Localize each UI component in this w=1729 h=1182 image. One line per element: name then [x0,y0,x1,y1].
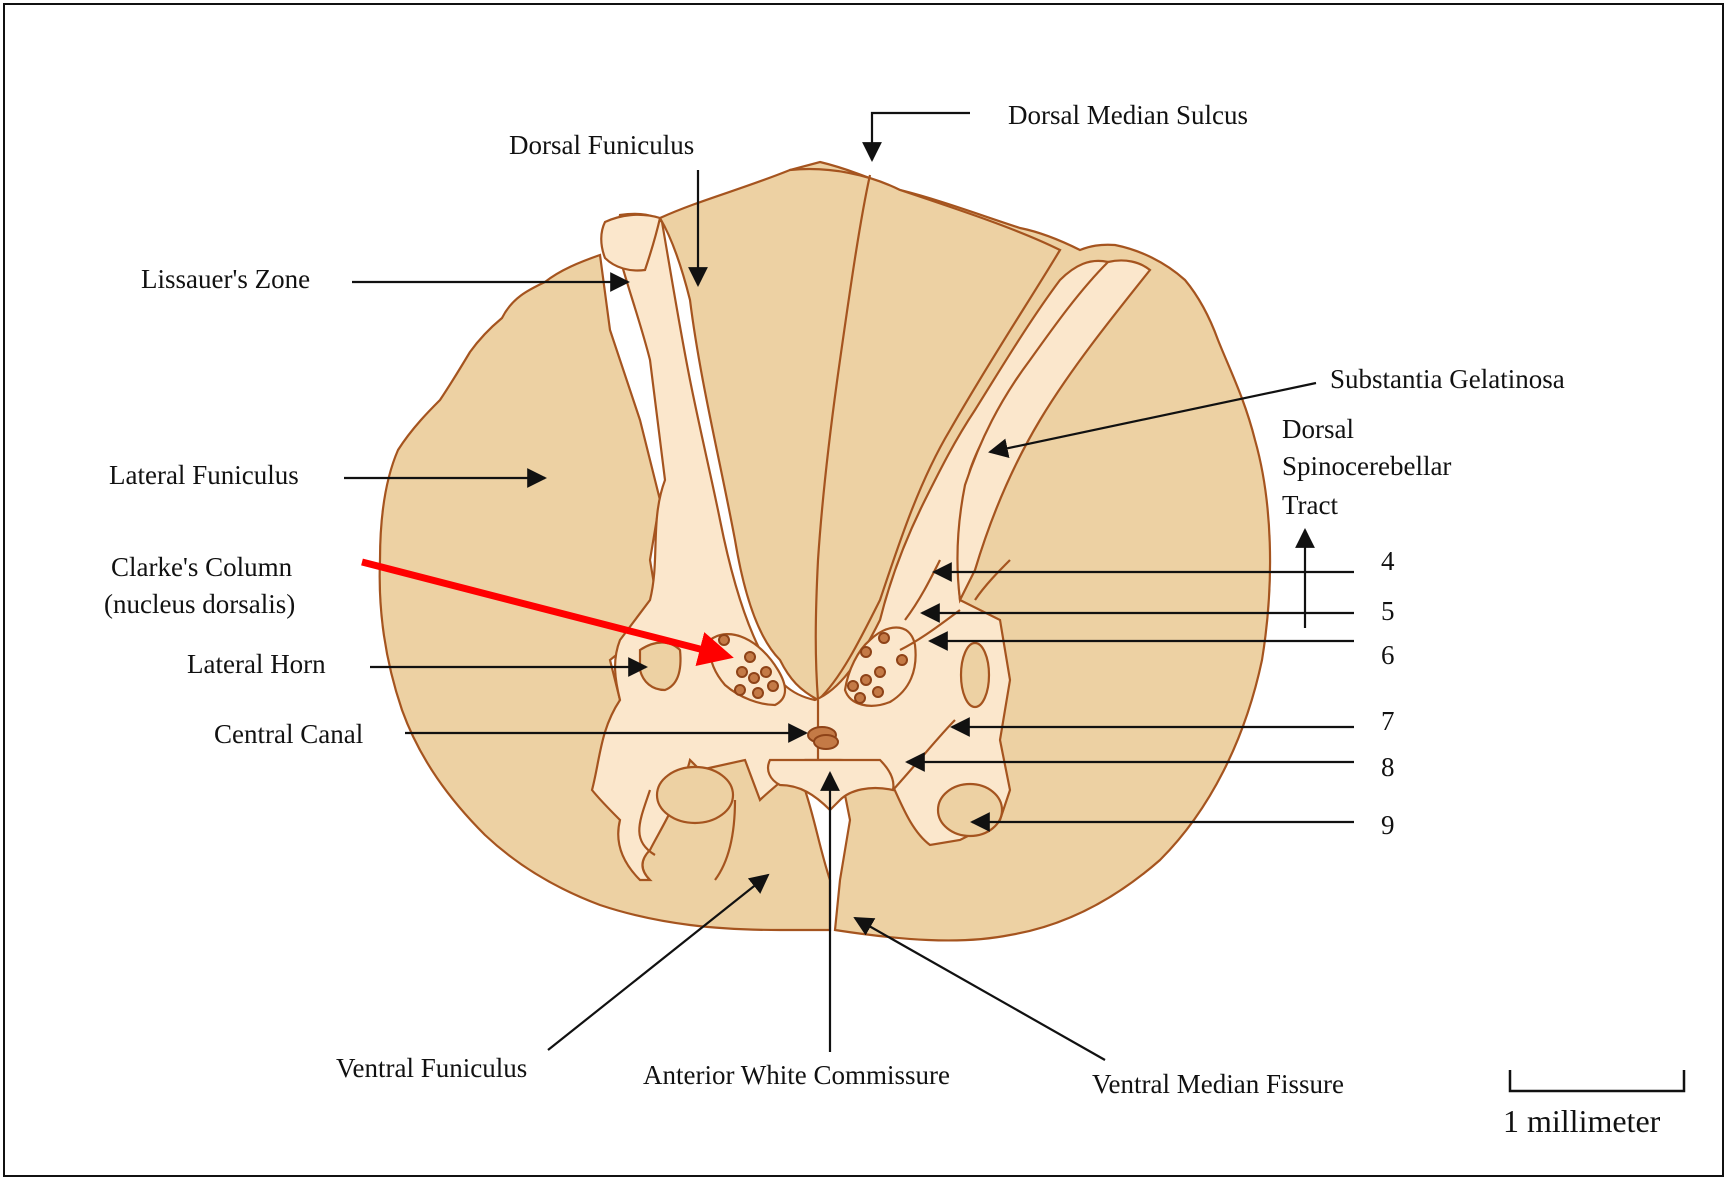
label-lamina-5: 5 [1381,596,1395,626]
label-dorsal-median-sulcus: Dorsal Median Sulcus [1008,100,1248,130]
label-dorsal-spinocerebellar-2: Spinocerebellar [1282,451,1451,481]
scale-bar-label: 1 millimeter [1503,1103,1661,1139]
label-central-canal: Central Canal [214,719,363,749]
scale-bar-line [1510,1070,1684,1091]
label-lateral-funiculus: Lateral Funiculus [109,460,299,490]
label-dorsal-spinocerebellar-3: Tract [1282,490,1339,520]
scale-bar: 1 millimeter [1503,1070,1684,1139]
label-lateral-horn: Lateral Horn [187,649,326,679]
ventral-horn-pool-right [938,784,1002,836]
label-lamina-7: 7 [1381,706,1395,736]
label-ventral-funiculus: Ventral Funiculus [336,1053,527,1083]
label-anterior-white-commissure: Anterior White Commissure [643,1060,950,1090]
lamina-9-pool-right-2 [961,643,989,707]
label-lamina-9: 9 [1381,810,1395,840]
label-substantia-gelatinosa: Substantia Gelatinosa [1330,364,1565,394]
spinal-cord-section [380,162,1270,940]
label-lissauers-zone: Lissauer's Zone [141,264,310,294]
label-clarkes-column-1: Clarke's Column [111,552,293,582]
label-lamina-4: 4 [1381,546,1395,576]
ventral-horn-pool-left [657,767,733,823]
lateral-horn-shape [640,643,680,691]
label-ventral-median-fissure: Ventral Median Fissure [1092,1069,1344,1099]
leader-dorsal-median-sulcus [872,113,970,160]
label-lamina-8: 8 [1381,752,1395,782]
label-lamina-6: 6 [1381,640,1395,670]
label-dorsal-spinocerebellar-1: Dorsal [1282,414,1354,444]
central-canal-shape-2 [814,735,838,749]
label-clarkes-column-2: (nucleus dorsalis) [104,589,295,619]
label-dorsal-funiculus: Dorsal Funiculus [509,130,694,160]
